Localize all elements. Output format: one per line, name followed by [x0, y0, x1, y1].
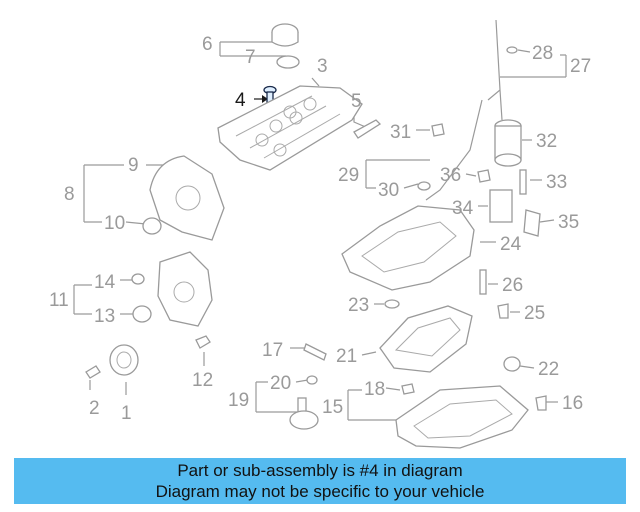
callout-34: 34 [452, 198, 474, 219]
tube-bolt [431, 123, 445, 137]
callout-20: 20 [270, 373, 291, 394]
dipstick [487, 19, 503, 121]
pulley-bolt [85, 365, 101, 379]
parts [85, 19, 547, 449]
callout-12: 12 [192, 370, 213, 391]
pickup-o-ring [384, 299, 400, 309]
callout-5: 5 [351, 91, 362, 112]
oil-baffle [379, 305, 473, 373]
valve-cover [217, 85, 363, 171]
callout-15: 15 [322, 397, 343, 418]
callout-22: 22 [538, 359, 559, 380]
callout-2: 2 [89, 398, 100, 419]
long-bolt [479, 269, 487, 295]
oil-filter [494, 119, 522, 167]
callout-27: 27 [570, 56, 591, 77]
crank-seal-lower [132, 305, 152, 323]
timing-cover-upper [149, 155, 225, 241]
cover-bolt [195, 335, 211, 349]
callout-14: 14 [94, 272, 116, 293]
callout-6: 6 [202, 34, 213, 55]
callout-13: 13 [94, 306, 115, 327]
callout-3: 3 [317, 56, 328, 77]
timing-cover-lower [157, 251, 213, 327]
oil-filler-cap [271, 23, 299, 47]
callout-28: 28 [532, 43, 553, 64]
cooler-gasket [523, 209, 541, 237]
pin [519, 169, 527, 195]
dipstick-o-ring [506, 46, 518, 54]
crank-seal-upper [142, 217, 162, 235]
seal-ring [276, 55, 300, 69]
callout-8: 8 [64, 184, 75, 205]
callout-19: 19 [228, 390, 249, 411]
banner-line-1: Part or sub-assembly is #4 in diagram [177, 461, 463, 480]
exploded-parts-diagram: 2 1 3 4 5 6 7 8 9 10 11 12 13 14 15 16 1… [49, 19, 591, 449]
callout-24: 24 [500, 234, 522, 255]
callout-25: 25 [524, 303, 545, 324]
crank-pulley [109, 344, 139, 376]
callout-21: 21 [336, 346, 357, 367]
upper-oil-pan [341, 205, 475, 291]
callout-9: 9 [128, 155, 139, 176]
tube-o-ring [417, 181, 431, 191]
gasket-strip [353, 119, 382, 139]
callout-10: 10 [104, 213, 125, 234]
dipstick-tube [425, 99, 483, 201]
callout-11: 11 [49, 290, 69, 311]
callout-30: 30 [378, 180, 399, 201]
callout-7: 7 [245, 47, 256, 68]
callout-31: 31 [390, 122, 411, 143]
callout-33: 33 [546, 172, 567, 193]
pan-bolt-2 [497, 303, 509, 319]
o-ring [306, 375, 318, 385]
sensor [303, 343, 327, 361]
callout-numbers: 2 1 3 4 5 6 7 8 9 10 11 12 13 14 15 16 1… [49, 34, 591, 424]
callout-26: 26 [502, 275, 523, 296]
callout-29: 29 [338, 165, 359, 186]
pan-bolt [535, 395, 547, 411]
callout-17: 17 [262, 340, 283, 361]
callout-1: 1 [121, 403, 132, 424]
drain-plug [401, 383, 415, 395]
callout-36: 36 [440, 165, 461, 186]
oil-pan [395, 385, 529, 449]
callout-4-arrowhead [262, 95, 268, 103]
small-seal [131, 273, 145, 285]
oil-level-sensor [289, 397, 319, 430]
leader-lines [73, 41, 567, 421]
callout-23: 23 [348, 295, 369, 316]
callout-32: 32 [536, 131, 557, 152]
callout-16: 16 [562, 393, 583, 414]
oil-plug [503, 356, 521, 372]
callout-18: 18 [364, 379, 385, 400]
callout-35: 35 [558, 212, 579, 233]
oil-cooler [489, 189, 513, 223]
banner-line-2: Diagram may not be specific to your vehi… [155, 482, 485, 501]
filter-bolt [477, 169, 491, 183]
callout-4: 4 [235, 90, 246, 111]
part-info-banner: Part or sub-assembly is #4 in diagram Di… [14, 458, 626, 504]
